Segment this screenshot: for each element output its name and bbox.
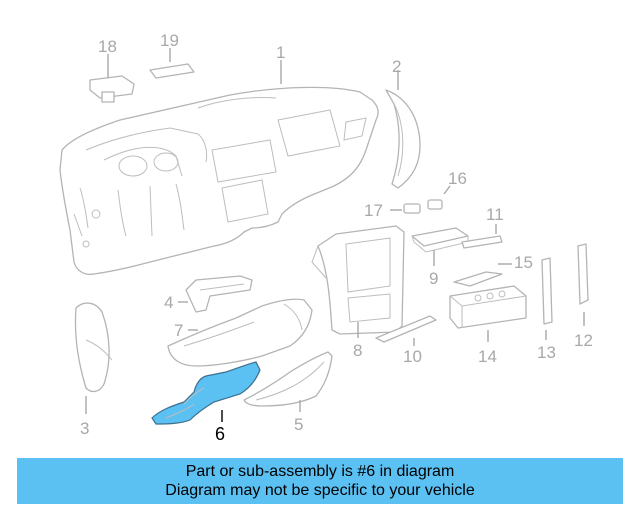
callout-17: 17 bbox=[364, 201, 383, 220]
part-19-small-panel[interactable] bbox=[149, 63, 195, 79]
leader-lines bbox=[85, 48, 585, 422]
part-9-tray[interactable] bbox=[411, 227, 469, 253]
callout-labels: 1 2 3 4 5 6 7 8 9 10 11 12 13 14 15 16 1… bbox=[80, 31, 593, 444]
callout-16: 16 bbox=[448, 169, 467, 188]
callout-8: 8 bbox=[353, 341, 362, 360]
callout-14: 14 bbox=[478, 347, 497, 366]
part-16-clip[interactable] bbox=[427, 199, 443, 210]
callout-12: 12 bbox=[574, 331, 593, 350]
part-1-instrument-panel[interactable] bbox=[59, 86, 379, 276]
callout-13: 13 bbox=[537, 343, 556, 362]
callout-7: 7 bbox=[174, 321, 183, 340]
callout-2: 2 bbox=[392, 57, 401, 76]
part-17-clip[interactable] bbox=[403, 203, 421, 214]
part-7-lower-panel[interactable] bbox=[167, 298, 313, 367]
part-2-end-cover[interactable] bbox=[385, 89, 421, 189]
callout-3: 3 bbox=[80, 419, 89, 438]
info-banner: Part or sub-assembly is #6 in diagram Di… bbox=[17, 458, 623, 504]
part-18-connector[interactable] bbox=[89, 75, 135, 103]
callout-4: 4 bbox=[164, 293, 173, 312]
part-10-strip[interactable] bbox=[375, 315, 437, 343]
part-15-pad[interactable] bbox=[453, 271, 503, 287]
banner-line-2: Diagram may not be specific to your vehi… bbox=[165, 482, 475, 499]
parts-diagram: 1 2 3 4 5 6 7 8 9 10 11 12 13 14 15 16 1… bbox=[59, 31, 593, 444]
callout-19: 19 bbox=[160, 31, 179, 50]
callout-9: 9 bbox=[429, 269, 438, 288]
part-8-console-bezel[interactable] bbox=[311, 225, 405, 335]
part-14-storage-box[interactable] bbox=[449, 285, 527, 329]
banner-line-1: Part or sub-assembly is #6 in diagram bbox=[185, 463, 455, 480]
callout-11: 11 bbox=[486, 205, 504, 224]
callout-10: 10 bbox=[403, 347, 422, 366]
callout-18: 18 bbox=[98, 37, 117, 56]
callout-1: 1 bbox=[276, 43, 285, 62]
part-4-bracket[interactable] bbox=[185, 275, 253, 313]
callout-5: 5 bbox=[294, 415, 303, 434]
part-3-end-cover[interactable] bbox=[74, 302, 113, 393]
callout-6: 6 bbox=[215, 424, 225, 444]
part-11-strip[interactable] bbox=[461, 235, 503, 249]
part-12-vertical-trim[interactable] bbox=[577, 243, 589, 305]
part-13-vertical-trim[interactable] bbox=[541, 257, 553, 325]
part-6-highlighted[interactable] bbox=[151, 361, 261, 425]
part-5-trim-panel[interactable] bbox=[243, 351, 333, 407]
callout-15: 15 bbox=[514, 253, 533, 272]
